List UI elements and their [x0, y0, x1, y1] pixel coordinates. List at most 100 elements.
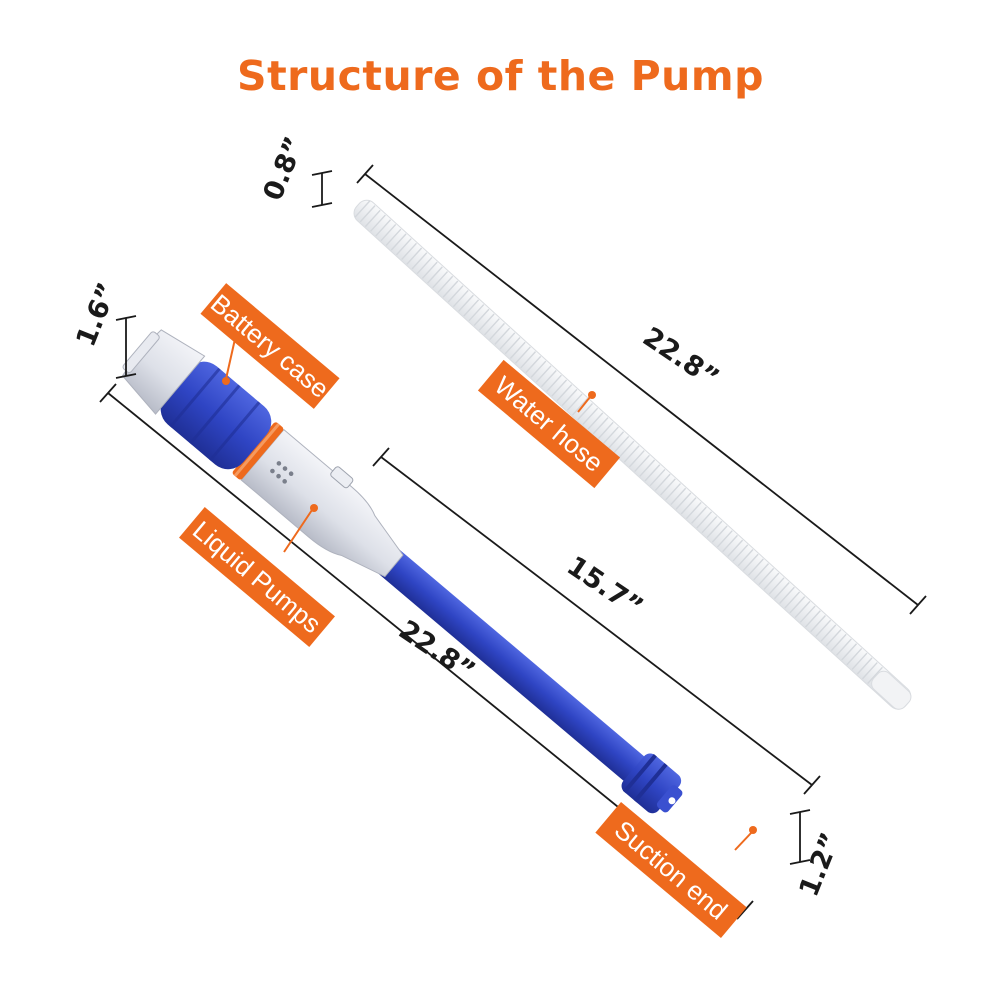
hose-rib — [841, 643, 858, 661]
hose-rib — [649, 468, 666, 487]
hose-rib — [499, 332, 516, 350]
hose-rib — [509, 341, 526, 359]
hose-rib — [364, 209, 381, 228]
hose-rib — [613, 435, 630, 454]
hose-rib — [421, 261, 438, 279]
hose-rib — [856, 657, 873, 675]
pump-switch — [330, 466, 354, 489]
hose-rib — [525, 355, 542, 374]
hose-rib — [623, 445, 640, 463]
hose-rib — [716, 530, 733, 548]
hose-rib — [416, 256, 433, 275]
liquid-pump — [121, 329, 683, 814]
hose-rib — [810, 615, 826, 633]
hose-rib — [867, 666, 883, 685]
hose-rib — [370, 214, 386, 232]
hose-rib — [825, 629, 842, 647]
hose-rib — [685, 501, 702, 520]
hose-rib — [489, 322, 505, 341]
hose-rib — [546, 374, 562, 392]
vent-dots — [270, 461, 294, 484]
dimension-lines — [99, 164, 927, 920]
hose-rib — [582, 407, 599, 425]
hose-rib — [447, 285, 464, 303]
hose-rib — [789, 596, 806, 614]
hose-rib — [603, 426, 619, 444]
hose-rib — [763, 572, 780, 590]
hose-rib — [861, 662, 878, 680]
hose-rib — [592, 417, 609, 435]
motor-housing — [240, 428, 404, 578]
hose-rib — [696, 511, 713, 529]
hose-rib — [359, 205, 376, 223]
hose-rib — [634, 454, 650, 473]
hose-ribs — [354, 200, 883, 685]
hose-rib — [836, 638, 852, 656]
page-title: Structure of the Pump — [237, 52, 764, 100]
hose-rib — [494, 327, 511, 345]
hose-length-text: 22.8” — [637, 322, 724, 395]
hose-rib — [711, 525, 728, 543]
hose-rib — [458, 294, 474, 312]
hose-rib — [784, 591, 801, 609]
hose-diameter-text: 0.8” — [257, 133, 310, 205]
hose-rib — [395, 238, 412, 256]
hose-rib — [401, 242, 417, 261]
hose-rib — [561, 388, 578, 407]
pump-tube — [378, 549, 651, 787]
hose-rib — [639, 459, 656, 477]
suction-end-tag: Suction end — [595, 801, 747, 939]
hose-rib — [442, 280, 459, 298]
suction-end-dot — [749, 826, 757, 834]
hose-rib — [675, 492, 692, 510]
suction-end-part — [621, 753, 683, 814]
hose-rib — [427, 266, 443, 284]
hose-rib — [665, 483, 682, 501]
hose-rib — [727, 539, 744, 557]
hose-rib — [540, 370, 557, 388]
hose-rib — [628, 450, 645, 468]
hose-rib — [670, 487, 687, 506]
hose-rib — [753, 563, 770, 581]
hose-rib — [680, 497, 697, 515]
water-hose — [353, 199, 912, 710]
hose-rib — [535, 365, 552, 383]
hose-rib — [773, 582, 790, 600]
hose-rib — [742, 553, 759, 571]
hose-rib — [473, 308, 490, 327]
hose-rib — [737, 549, 754, 567]
hose-rib — [452, 289, 469, 308]
hose-rib — [375, 219, 392, 237]
hose-rib — [846, 647, 863, 666]
hose-rib — [566, 393, 583, 411]
hose-rib — [504, 337, 521, 355]
hose-rib — [691, 506, 707, 524]
hose-rib — [794, 600, 811, 619]
hose-rib — [732, 544, 749, 562]
hose-rib — [815, 619, 832, 637]
hose-rib — [851, 652, 868, 670]
liquid-pumps-dot — [310, 504, 318, 512]
hose-rib — [804, 610, 821, 628]
hose-rib — [571, 398, 588, 416]
hose-rib — [551, 379, 568, 397]
hose-rib — [748, 558, 764, 576]
hose-rib — [432, 271, 449, 289]
water-hose-dot — [588, 391, 596, 399]
hose-rib — [520, 351, 537, 369]
hose-rib — [587, 412, 604, 430]
hose-rib — [830, 633, 847, 652]
suction-end-label: Suction end — [609, 814, 733, 925]
suction-diameter-text: 1.2” — [793, 829, 846, 901]
hose-rib — [390, 233, 407, 251]
tube-length-text: 15.7” — [561, 551, 648, 624]
hose-rib — [768, 577, 785, 595]
hose-rib — [799, 605, 816, 623]
hose-rib — [515, 346, 531, 364]
hose-rib — [437, 275, 454, 294]
hose-rib — [659, 478, 676, 496]
hose-rib — [354, 200, 371, 218]
battery-case-dot — [222, 377, 230, 385]
hose-rib — [483, 318, 500, 336]
hose-rib — [530, 360, 547, 378]
